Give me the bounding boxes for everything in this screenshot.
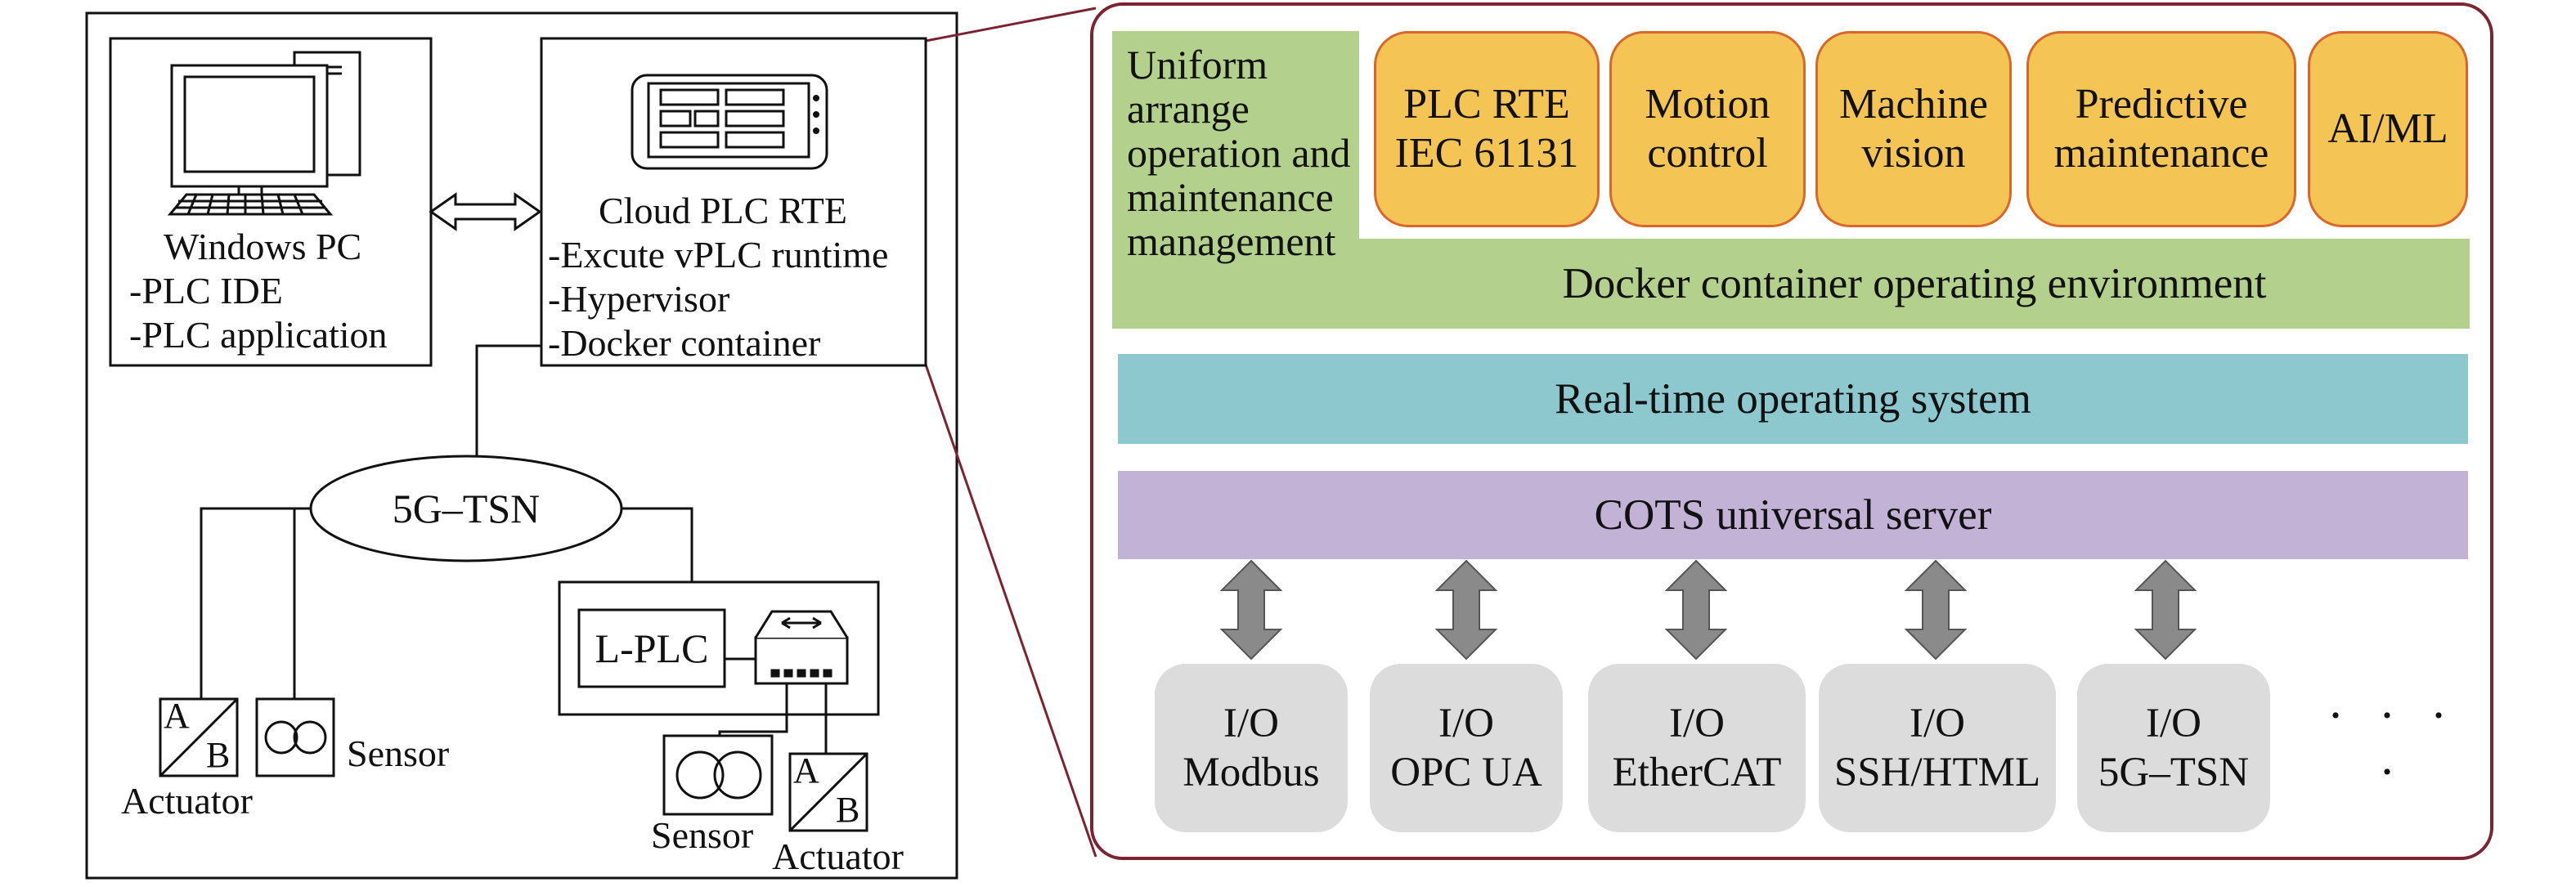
cots-server-band: COTS universal server [1118, 471, 2468, 559]
network-switch-icon [754, 610, 849, 685]
cloud-plc-item-docker: -Docker container [548, 322, 821, 364]
cloud-plc-item-runtime: -Excute vPLC runtime [548, 234, 889, 276]
io-modbus-line1: I/O [1223, 701, 1279, 746]
io-ssh-html-line1: I/O [1910, 701, 1965, 746]
app-predictive-maintenance-line2: maintenance [2053, 130, 2269, 177]
io-ssh-html-line2: SSH/HTML [1833, 750, 2041, 795]
switch-to-sensor-line [718, 683, 788, 736]
actuator-label: Actuator [121, 780, 253, 822]
app-plc-rte-line2: IEC 61131 [1394, 130, 1579, 177]
zoom-connector-top [925, 7, 1097, 43]
panel-device-icon [631, 74, 828, 170]
more-io-ellipsis: · · · · [2327, 688, 2458, 799]
windows-pc-item-ide: -PLC IDE [129, 270, 283, 311]
network-label: 5G–TSN [392, 486, 541, 531]
windows-pc-item-app: -PLC application [129, 314, 388, 356]
lplc-box [577, 608, 726, 688]
cloud-plc-item-hypervisor: -Hypervisor [548, 278, 730, 320]
network-left-branch [200, 507, 311, 699]
app-ai-ml-label: AI/ML [2327, 105, 2448, 152]
docker-band [1112, 239, 2470, 329]
sensor-label: Sensor [347, 732, 450, 774]
actuator-letter-b: B [206, 735, 231, 775]
cloud-plc-title: Cloud PLC RTE [599, 190, 847, 231]
io-opc-ua-line2: OPC UA [1390, 750, 1542, 795]
architecture-panel [1090, 2, 2493, 860]
app-machine-vision-line2: vision [1861, 130, 1966, 177]
actuator-2-letter-a: A [793, 750, 819, 791]
app-machine-vision-line1: Machine [1839, 81, 1988, 128]
app-motion-control-line1: Motion [1645, 81, 1770, 128]
actuator-icon-2 [788, 752, 868, 832]
io-modbus-line2: Modbus [1183, 750, 1320, 795]
management-label: Uniform arrange operation and maintenanc… [1127, 42, 1351, 264]
bidirectional-arrow-icon [429, 192, 542, 231]
computer-icon [167, 51, 361, 216]
actuator-2-letter-b: B [836, 790, 860, 830]
actuator-label-2: Actuator [772, 835, 904, 877]
app-ai-ml: AI/ML [2308, 31, 2468, 227]
io-arrow-2 [1434, 559, 1498, 661]
docker-label: Docker container operating environment [1562, 260, 2267, 307]
rtos-band: Real-time operating system [1118, 354, 2468, 444]
network-right-branch [622, 507, 693, 582]
actuator-letter-a: A [164, 696, 190, 736]
io-arrow-4 [1904, 559, 1968, 661]
cloud-to-network-line [475, 344, 541, 456]
io-ethercat-line2: EtherCAT [1612, 750, 1782, 795]
io-ethercat-line1: I/O [1669, 701, 1725, 746]
io-5g-tsn-line2: 5G–TSN [2098, 750, 2250, 795]
windows-pc-title: Windows PC [164, 226, 362, 267]
io-arrow-5 [2134, 559, 2197, 661]
io-arrows [1219, 559, 2197, 661]
cloud-plc-box [540, 37, 927, 367]
io-5g-tsn-line1: I/O [2146, 701, 2201, 746]
sensor-label-2: Sensor [651, 814, 754, 856]
app-plc-rte-line1: PLC RTE [1403, 81, 1570, 128]
io-arrow-3 [1664, 559, 1728, 661]
io-arrow-1 [1219, 559, 1283, 661]
sensor-icon [255, 697, 335, 777]
lplc-label: L-PLC [595, 625, 709, 671]
left-panel-frame [85, 11, 958, 880]
sensor-icon-2 [662, 734, 774, 816]
io-opc-ua-line1: I/O [1438, 701, 1494, 746]
app-predictive-maintenance-line1: Predictive [2075, 81, 2248, 128]
zoom-connector-bottom [924, 364, 1097, 858]
app-motion-control-line2: control [1647, 130, 1768, 177]
actuator-icon [159, 697, 239, 777]
